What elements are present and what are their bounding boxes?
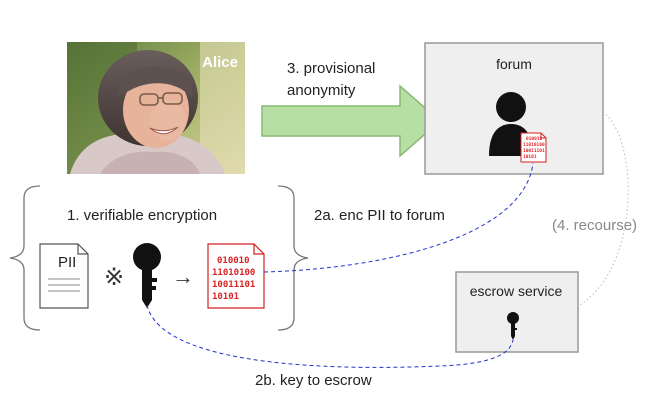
escrow-service-box: escrow service <box>455 271 579 353</box>
provisional-anonymity-arrow <box>261 84 442 158</box>
enc-doc-line-1: 010010 <box>217 256 250 266</box>
recourse-link <box>577 111 629 307</box>
forum-title: forum <box>496 56 532 72</box>
forum-encrypted-doc-icon: 010010 11010100 10011101 10101 <box>520 132 547 163</box>
right-brace <box>277 185 309 331</box>
verifiable-encryption-group: 1. verifiable encryption PII ※ → 010010 <box>9 185 309 331</box>
forum-doc-line-4: 10101 <box>523 154 537 160</box>
alice-photo: Alice <box>67 42 245 174</box>
escrow-title: escrow service <box>470 283 563 299</box>
key-to-escrow-link <box>146 304 514 368</box>
step2b-label: 2b. key to escrow <box>255 372 372 389</box>
step3-label-line2: anonymity <box>287 82 356 99</box>
forum-doc-line-2: 11010100 <box>523 142 545 148</box>
alice-name: Alice <box>202 54 238 71</box>
glasses-icon <box>139 92 183 106</box>
enc-doc-line-2: 11010100 <box>212 268 255 278</box>
encrypts-to-arrow: → <box>172 264 194 289</box>
forum-doc-line-1: 010010 <box>526 136 543 142</box>
pii-label: PII <box>58 254 76 271</box>
step2a-label: 2a. enc PII to forum <box>314 207 445 224</box>
step4-label: (4. recourse) <box>552 217 637 234</box>
key-icon <box>133 243 161 308</box>
enc-pii-to-forum-link <box>263 162 534 273</box>
enc-doc-line-3: 10011101 <box>212 280 255 290</box>
step3-label-line1: 3. provisional <box>287 60 375 77</box>
pii-document-icon: PII <box>39 243 89 309</box>
encrypted-pii-doc-icon: 010010 11010100 10011101 10101 <box>207 243 265 309</box>
enc-doc-line-4: 10101 <box>212 292 239 302</box>
forum-box: forum 010010 11010100 10011101 10101 <box>424 42 604 175</box>
left-brace <box>9 185 41 331</box>
forum-doc-line-3: 10011101 <box>523 148 545 154</box>
escrow-key-icon <box>507 312 519 340</box>
step1-title: 1. verifiable encryption <box>67 207 217 224</box>
combine-symbol: ※ <box>104 264 124 291</box>
